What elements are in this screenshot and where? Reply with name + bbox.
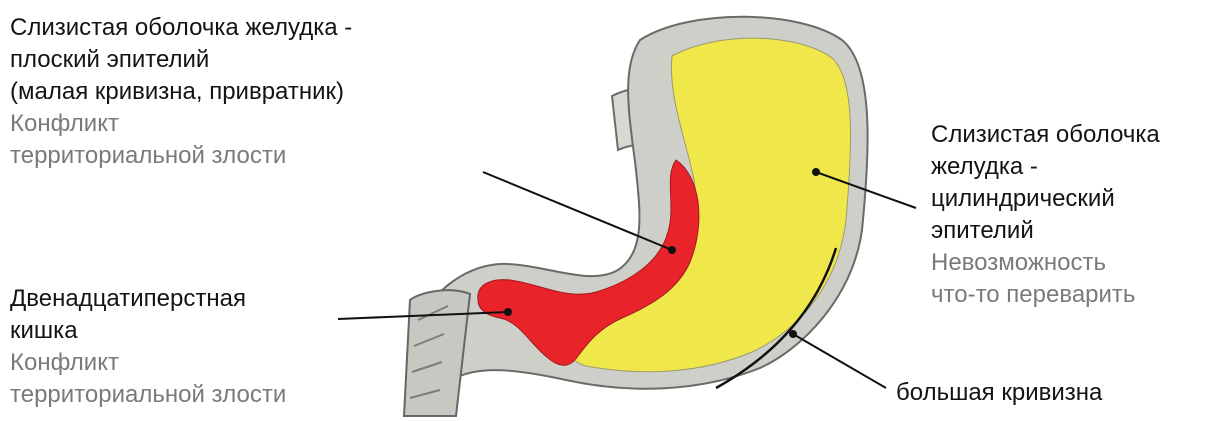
label-line: Двенадцатиперстная xyxy=(10,283,286,315)
label-note-line: Невозможность xyxy=(931,247,1160,279)
label-flat-epithelium: Слизистая оболочка желудка - плоский эпи… xyxy=(10,12,352,172)
pointer-curvature-dot xyxy=(789,330,797,338)
pointer-right-dot xyxy=(812,168,820,176)
label-line: Слизистая оболочка xyxy=(931,119,1160,151)
label-note-line: территориальной злости xyxy=(10,140,352,172)
pointer-top-left-dot xyxy=(668,246,676,254)
label-line: эпителий xyxy=(931,215,1160,247)
label-note-line: Конфликт xyxy=(10,108,352,140)
label-line: цилиндрический xyxy=(931,183,1160,215)
label-line: Слизистая оболочка желудка - xyxy=(10,12,352,44)
pointer-curvature xyxy=(793,334,886,388)
pointer-bottom-left-dot xyxy=(504,308,512,316)
label-note-line: что-то переварить xyxy=(931,279,1160,311)
label-note-line: Конфликт xyxy=(10,347,286,379)
label-cylindrical-epithelium: Слизистая оболочка желудка - цилиндричес… xyxy=(931,119,1160,311)
label-duodenum: Двенадцатиперстная кишка Конфликт террит… xyxy=(10,283,286,411)
label-line: кишка xyxy=(10,315,286,347)
label-line: (малая кривизна, привратник) xyxy=(10,76,352,108)
label-greater-curvature: большая кривизна xyxy=(896,377,1102,409)
label-line: желудка - xyxy=(931,151,1160,183)
label-note-line: территориальной злости xyxy=(10,379,286,411)
label-line: плоский эпителий xyxy=(10,44,352,76)
